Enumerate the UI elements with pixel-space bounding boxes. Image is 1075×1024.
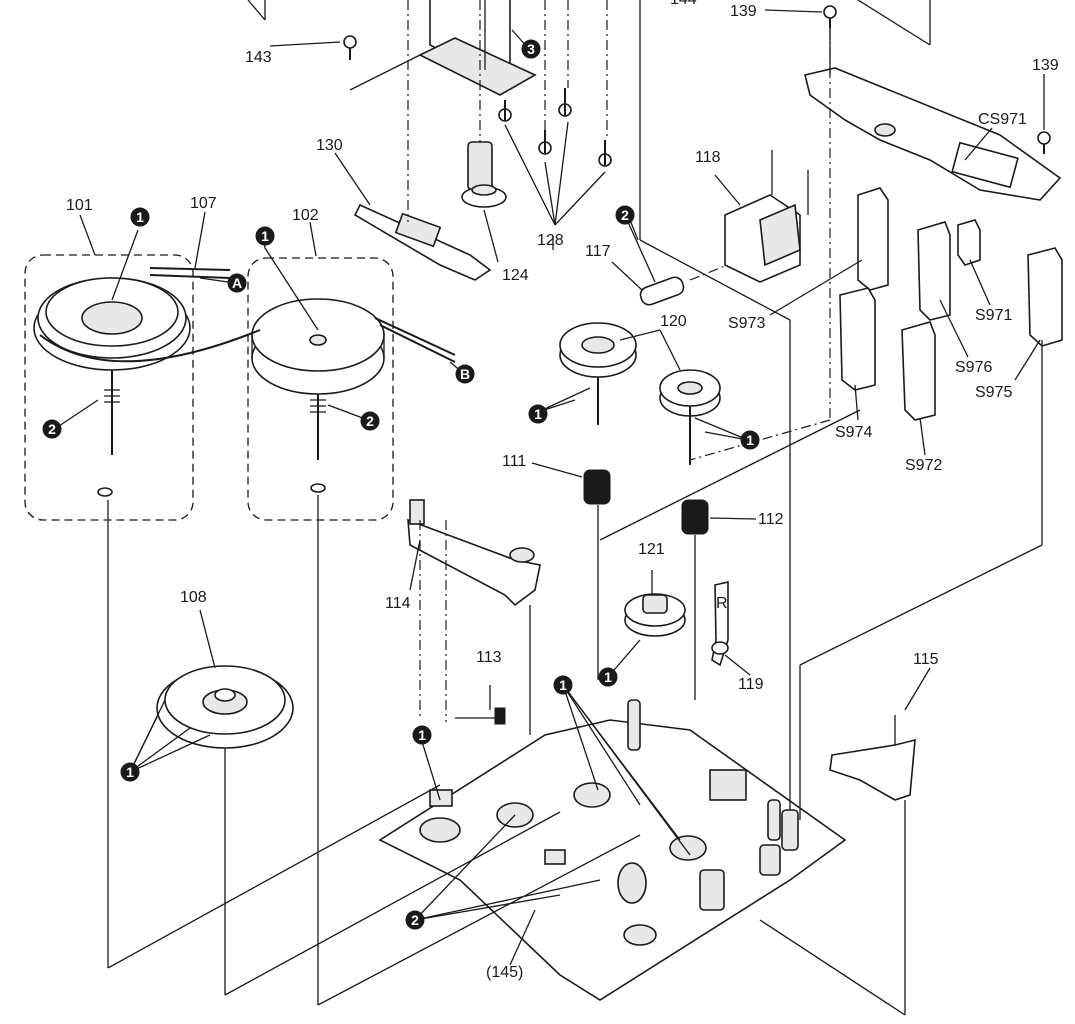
svg-text:3: 3 bbox=[527, 41, 535, 57]
svg-text:1: 1 bbox=[746, 432, 754, 448]
marker-3-motor: 3 bbox=[521, 39, 541, 59]
label-128: 128 bbox=[537, 232, 564, 249]
label-117: 117 bbox=[585, 243, 611, 260]
gear-121 bbox=[624, 593, 686, 637]
marker-1-gear121: 1 bbox=[598, 667, 618, 687]
switch-s974 bbox=[839, 287, 876, 391]
switch-s971 bbox=[957, 219, 981, 266]
switch-s973 bbox=[857, 187, 889, 291]
marker-a: A bbox=[227, 273, 247, 293]
roller-117 bbox=[639, 259, 741, 306]
svg-text:2: 2 bbox=[48, 421, 56, 437]
marker-2-reel101: 2 bbox=[42, 419, 62, 439]
label-111: 111 bbox=[502, 453, 526, 470]
label-118: 118 bbox=[695, 149, 721, 166]
label-121: 121 bbox=[638, 541, 665, 558]
marker-1-reel102: 1 bbox=[255, 226, 275, 246]
screw-139-top bbox=[823, 5, 837, 28]
label-120: 120 bbox=[660, 313, 687, 330]
reel-101-box bbox=[24, 254, 194, 521]
leader-lines bbox=[107, 0, 1043, 1016]
marker-b: B bbox=[455, 364, 475, 384]
marker-2-roller: 2 bbox=[615, 205, 635, 225]
label-114: 114 bbox=[385, 595, 411, 612]
label-102: 102 bbox=[292, 207, 319, 224]
label-139-right: 139 bbox=[1032, 57, 1059, 74]
gear-120-left bbox=[559, 322, 637, 425]
lever-130 bbox=[353, 0, 492, 281]
svg-text:1: 1 bbox=[261, 228, 269, 244]
screw-139-right bbox=[1037, 131, 1051, 154]
svg-text:2: 2 bbox=[366, 413, 374, 429]
svg-text:2: 2 bbox=[621, 207, 629, 223]
marker-1-chassis: 1 bbox=[553, 675, 573, 695]
reel-102 bbox=[251, 298, 385, 493]
label-124: 124 bbox=[502, 267, 529, 284]
label-108: 108 bbox=[180, 589, 207, 606]
marker-1-chassis-left: 1 bbox=[412, 725, 432, 745]
label-130: 130 bbox=[316, 137, 343, 154]
gear-124 bbox=[461, 0, 507, 208]
part-labels: 143 144 139 139 130 118 CS971 101 107 10… bbox=[66, 0, 1059, 981]
switch-s976 bbox=[917, 221, 951, 321]
marker-1-gear120-right: 1 bbox=[740, 430, 760, 450]
label-145: (145) bbox=[486, 964, 523, 981]
screws-128 bbox=[498, 0, 612, 167]
label-s973: S973 bbox=[728, 315, 765, 332]
label-cs971: CS971 bbox=[978, 111, 1027, 128]
label-s972: S972 bbox=[905, 457, 942, 474]
svg-text:1: 1 bbox=[604, 669, 612, 685]
label-s974: S974 bbox=[835, 424, 872, 441]
switch-board bbox=[804, 28, 1062, 201]
svg-text:1: 1 bbox=[126, 764, 134, 780]
switch-s975 bbox=[1027, 247, 1063, 347]
part-115 bbox=[829, 715, 916, 801]
arm-114 bbox=[407, 499, 541, 722]
switch-s972 bbox=[901, 321, 936, 421]
label-s971: S971 bbox=[975, 307, 1012, 324]
label-101: 101 bbox=[66, 197, 93, 214]
marker-1-gear120-left: 1 bbox=[528, 404, 548, 424]
label-leaders bbox=[79, 9, 1045, 966]
svg-text:1: 1 bbox=[534, 406, 542, 422]
gear-108 bbox=[156, 665, 294, 995]
svg-text:B: B bbox=[460, 366, 470, 382]
svg-text:2: 2 bbox=[411, 912, 419, 928]
svg-text:1: 1 bbox=[136, 209, 144, 225]
svg-text:1: 1 bbox=[418, 727, 426, 743]
gear-120-right bbox=[659, 369, 721, 465]
label-113: 113 bbox=[476, 649, 502, 666]
spring-111 bbox=[583, 469, 611, 680]
label-107: 107 bbox=[190, 195, 217, 212]
callout-markers: 1 1 2 2 A B 3 2 1 1 1 1 1 1 2 R bbox=[42, 39, 760, 930]
label-119: 119 bbox=[738, 676, 764, 693]
part-119 bbox=[711, 580, 729, 667]
label-115: 115 bbox=[913, 651, 939, 668]
label-s975: S975 bbox=[975, 384, 1012, 401]
belt-107 bbox=[39, 267, 456, 363]
spring-112 bbox=[681, 499, 709, 700]
marker-1-gear108: 1 bbox=[120, 762, 140, 782]
marker-2-reel102: 2 bbox=[360, 411, 380, 431]
label-112: 112 bbox=[758, 511, 784, 528]
part-113 bbox=[455, 685, 506, 725]
motor-assembly bbox=[349, 0, 537, 96]
solenoid-118 bbox=[724, 150, 809, 283]
label-144: 144 bbox=[670, 0, 697, 8]
reel-102-box bbox=[247, 257, 394, 521]
label-s976: S976 bbox=[955, 359, 992, 376]
label-143: 143 bbox=[245, 49, 272, 66]
marker-r: R bbox=[716, 595, 728, 612]
screw-143 bbox=[343, 35, 357, 60]
label-139-top: 139 bbox=[730, 3, 757, 20]
svg-text:A: A bbox=[232, 275, 242, 291]
svg-text:1: 1 bbox=[559, 677, 567, 693]
reel-101 bbox=[33, 277, 191, 497]
svg-text:R: R bbox=[716, 595, 728, 612]
marker-1-reel101: 1 bbox=[130, 207, 150, 227]
marker-2-chassis: 2 bbox=[405, 910, 425, 930]
